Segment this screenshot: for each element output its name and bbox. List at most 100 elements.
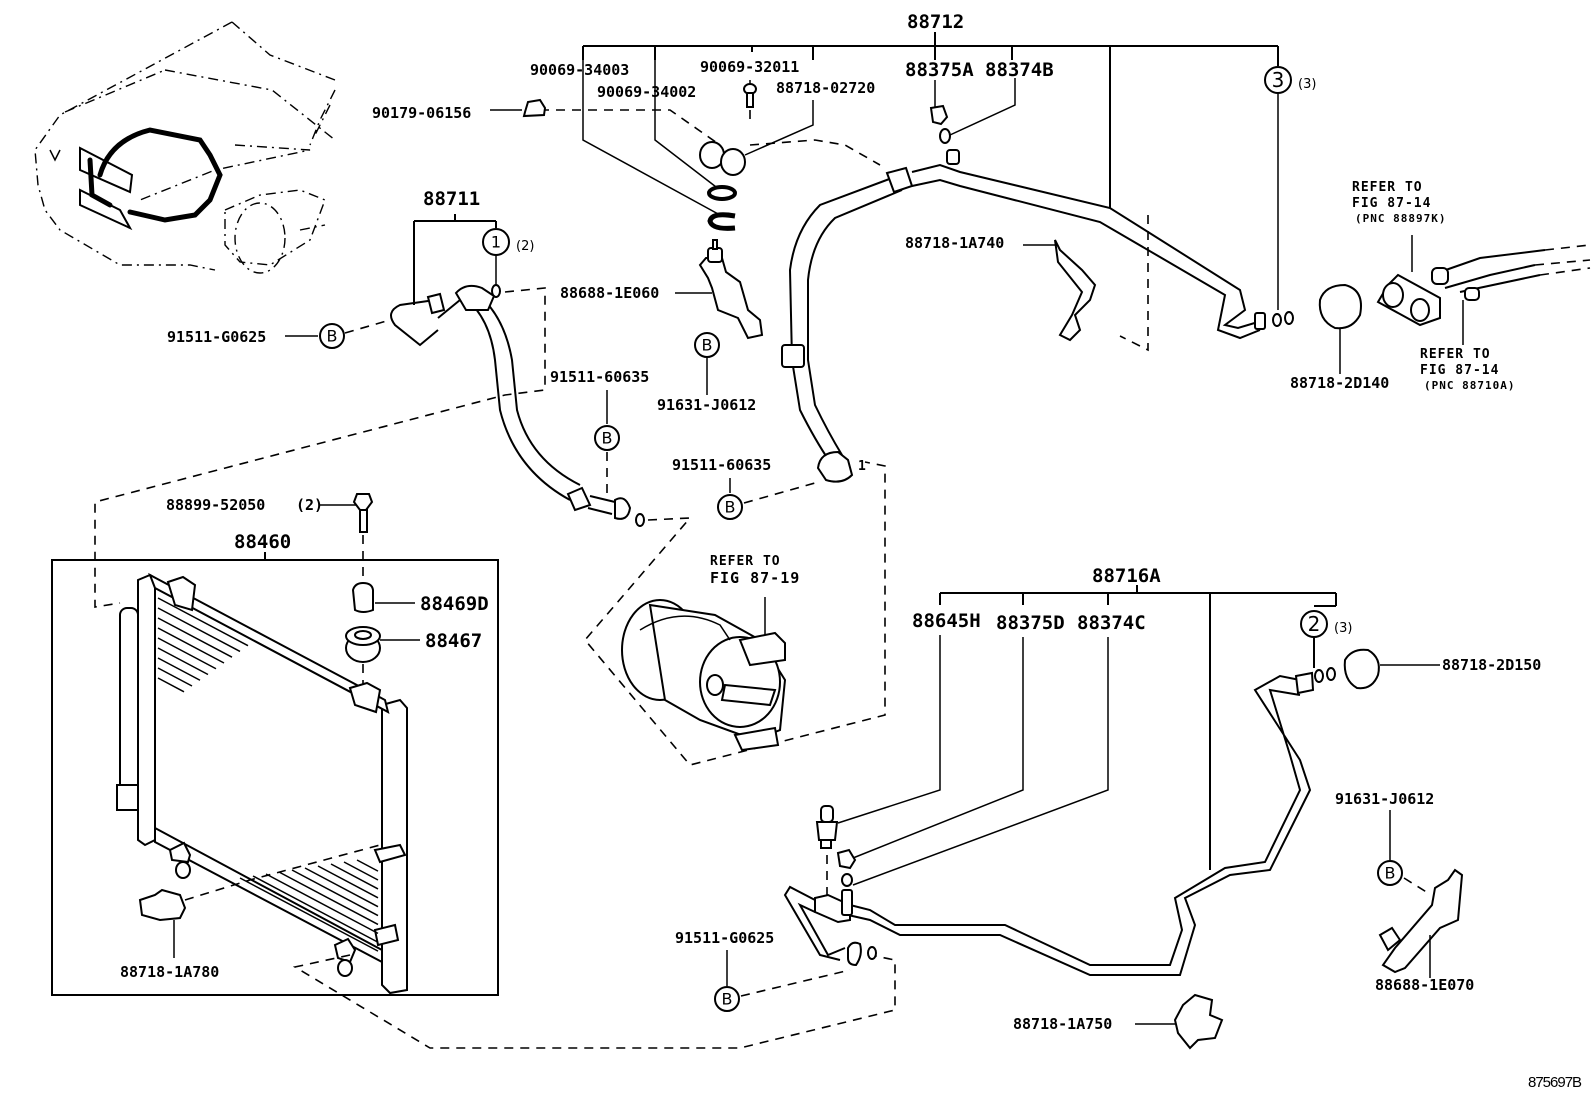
part-label-91631-J0612-right: 91631-J0612 [1335, 790, 1434, 808]
discharge-hose-88712 [788, 174, 903, 463]
fin-line [278, 871, 379, 926]
fin-line [157, 647, 209, 676]
cap-88375A [929, 104, 949, 126]
callout-ring-2-qty: (3) [1334, 621, 1352, 636]
ac-compressor [621, 599, 787, 752]
figure-number: 875697B [1528, 1074, 1582, 1091]
liquid-tube-fitting [847, 941, 862, 967]
clamp-88718-1A780 [138, 888, 187, 922]
part-label-88718-1A780: 88718-1A780 [120, 963, 219, 981]
part-label-91511-60635-a: 91511-60635 [550, 368, 649, 386]
bracket-88688-1E060-group: 88688-1E060 B 91631-J0612 [560, 239, 764, 414]
pressure-switch-88645H [815, 805, 839, 849]
screw-90069-32011 [743, 83, 757, 108]
assembly-label-88460: 88460 [234, 531, 291, 553]
callout-ring-1-number: 1 [491, 233, 501, 252]
evaporator-block-joint [1376, 273, 1441, 327]
bolt-marker-b-3 [694, 332, 720, 358]
callout-ring-3-qty: (3) [1298, 77, 1316, 92]
bolt-marker-b-6-text: B [1385, 864, 1396, 883]
nut-90179-06156 [522, 98, 547, 118]
suction-hose-assembly-group: 88711 1 (2) 91511-G0625 B 91511-60635 B [94, 188, 886, 766]
evap-ref-upper-line3: (PNC 88897K) [1355, 212, 1446, 225]
liquid-tube-88716A [847, 674, 1312, 976]
vehicle-location-illustration [34, 21, 336, 274]
fin-line [265, 873, 379, 935]
fin-line [157, 627, 225, 664]
fin-line [317, 865, 379, 899]
part-label-90069-34003: 90069-34003 [530, 61, 629, 79]
part-label-88718-2D150: 88718-2D150 [1442, 656, 1541, 674]
condenser-group: 88460 88899-52050 (2) 88469D 88467 [51, 493, 896, 1049]
part-label-91511-G0625-left: 91511-G0625 [167, 328, 266, 346]
bolt-marker-b-5 [714, 986, 740, 1012]
bolt-marker-b-1-text: B [327, 327, 338, 346]
fin-line [304, 867, 379, 908]
bolt-marker-b-2 [594, 425, 620, 451]
cushion-88467 [345, 626, 381, 663]
bolt-marker-b-4 [717, 494, 743, 520]
evap-ref-lower-line3: (PNC 88710A) [1424, 379, 1515, 392]
fin-line [157, 677, 185, 693]
fin-line [157, 657, 201, 681]
bolt-marker-b-1 [319, 323, 345, 349]
clamp-88718-1A740 [1054, 239, 1097, 342]
fin-line [343, 861, 379, 881]
assembly-label-88712: 88712 [907, 11, 964, 33]
bolt-marker-b-5-text: B [722, 990, 733, 1009]
part-label-88718-1A740: 88718-1A740 [905, 234, 1004, 252]
bolt-marker-b-4-text: B [725, 498, 736, 517]
compressor-ref-line1: REFER TO [710, 554, 781, 569]
part-label-90069-32011: 90069-32011 [700, 58, 799, 76]
part-label-88467: 88467 [425, 630, 482, 652]
part-label-91511-60635-b: 91511-60635 [672, 456, 771, 474]
bracket-88688-1E060 [698, 257, 764, 340]
evap-ref-upper-line2: FIG 87-14 [1352, 196, 1431, 211]
fin-line [157, 607, 241, 653]
bracket-88688-1E070-group: 91631-J0612 B 88688-1E070 [1335, 790, 1474, 994]
assembly-label-88716A: 88716A [1092, 565, 1161, 587]
clamp-88718-2D140 [1318, 283, 1362, 330]
valve-88374B [939, 128, 951, 144]
fin-line [157, 617, 233, 658]
o-ring-90069-34003 [707, 212, 736, 231]
fin-line [157, 667, 193, 687]
part-label-88645H: 88645H [912, 610, 981, 632]
clamp-88718-1A750 [1173, 993, 1224, 1050]
evap-ref-lower-line2: FIG 87-14 [1420, 363, 1499, 378]
o-ring-90069-34002 [707, 185, 737, 201]
discharge-hose-fitting [816, 450, 854, 483]
bolt-marker-b-6 [1377, 860, 1403, 886]
assembly-label-88711: 88711 [423, 188, 480, 210]
cap-88469D [351, 581, 374, 613]
fin-line [291, 869, 379, 917]
bolt-marker-b-2-text: B [602, 429, 613, 448]
part-label-88374C: 88374C [1077, 612, 1146, 634]
bolt-marker-b-3-text: B [702, 336, 713, 355]
liquid-tube-assembly-group: 88716A 88645H 88375D 88374C 2 (3) 88718-… [675, 565, 1541, 1050]
part-label-91631-J0612-top: 91631-J0612 [657, 396, 756, 414]
callout-ring-1-qty: (2) [516, 239, 534, 254]
callout-ring-3-number: 3 [1272, 68, 1285, 92]
fin-line [239, 877, 379, 952]
callout-ring-2-number: 2 [1308, 612, 1321, 636]
fin-line [157, 597, 249, 647]
part-label-88375A: 88375A [905, 59, 974, 81]
part-label-88718-1A750: 88718-1A750 [1013, 1015, 1112, 1033]
evap-ref-upper-line1: REFER TO [1352, 180, 1423, 195]
part-label-88688-1E070: 88688-1E070 [1375, 976, 1474, 994]
part-label-88718-02720: 88718-02720 [776, 79, 875, 97]
part-label-90069-34002: 90069-34002 [597, 83, 696, 101]
fin-line [356, 859, 379, 872]
part-label-90179-06156: 90179-06156 [372, 104, 471, 122]
part-label-88688-1E060: 88688-1E060 [560, 284, 659, 302]
discharge-hose-assembly-group: 88712 90069-34003 90069-32011 90069-3400… [372, 11, 1316, 483]
clamp-88718-2D150 [1343, 648, 1380, 690]
fin-line [330, 863, 379, 890]
fin-line [157, 637, 217, 670]
part-label-91511-G0625-bottom: 91511-G0625 [675, 929, 774, 947]
part-label-88899-52050: 88899-52050 [166, 496, 265, 514]
part-label-88375D: 88375D [996, 612, 1065, 634]
o-ring-mark-discharge: 1 [858, 459, 866, 474]
